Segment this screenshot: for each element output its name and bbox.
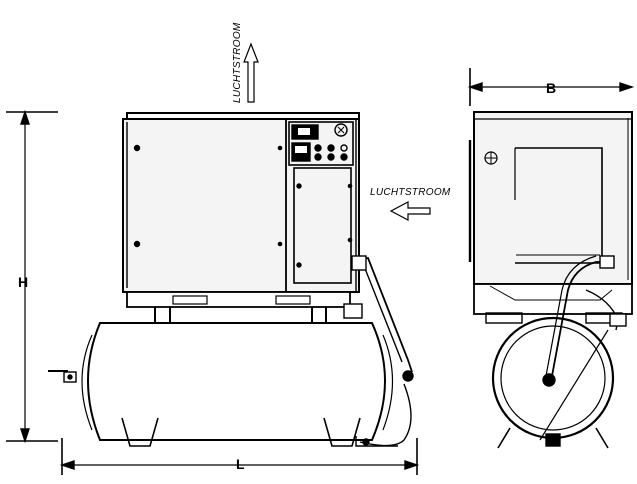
cabinet-base — [126, 291, 351, 308]
height-dimension-line — [6, 109, 58, 444]
height-label: H — [18, 274, 29, 290]
width-dimension-line — [467, 68, 635, 106]
control-panel — [288, 121, 354, 166]
service-door — [293, 167, 352, 284]
air-receiver-tank — [48, 322, 394, 447]
front-view — [6, 42, 431, 475]
length-dimension-line — [59, 438, 420, 475]
width-label: B — [546, 80, 557, 96]
airflow-left-arrow-icon — [389, 201, 431, 221]
length-label: L — [236, 456, 245, 472]
side-discharge-pipe — [539, 255, 627, 441]
panel-screw-icon — [133, 240, 141, 248]
airflow-top-label: LUCHTSTROOM — [232, 22, 243, 103]
side-cabinet — [468, 111, 633, 324]
side-view — [467, 68, 635, 449]
compressor-cabinet — [122, 112, 360, 341]
airflow-side-label: LUCHTSTROOM — [370, 187, 451, 198]
discharge-pipe — [343, 255, 414, 447]
airflow-up-arrow-icon — [243, 42, 259, 103]
panel-screw-icon — [133, 144, 141, 152]
